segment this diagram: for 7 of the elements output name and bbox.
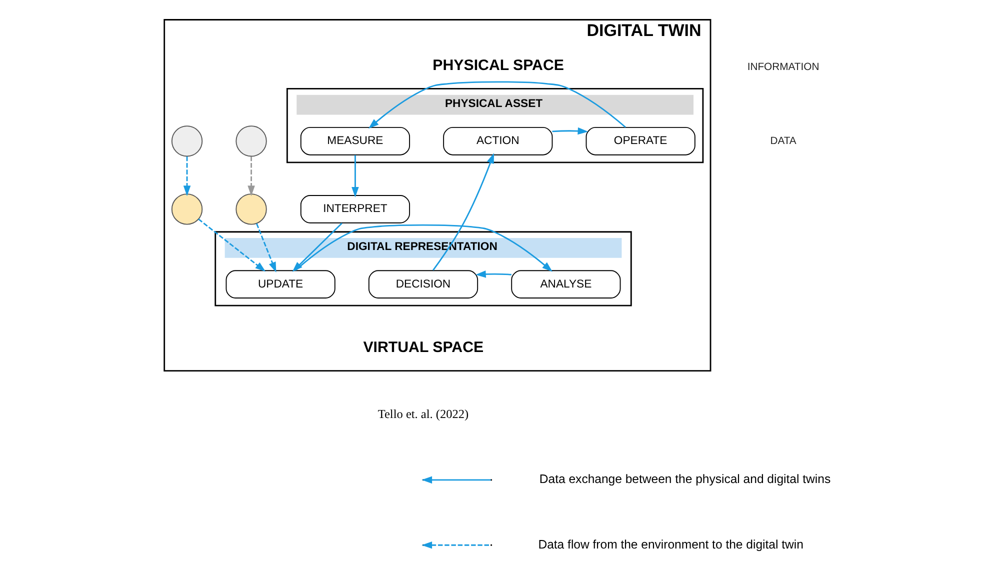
legend-label: Data exchange between the physical and digital twins xyxy=(538,472,830,486)
label: INFORMATION xyxy=(746,62,819,74)
label: VIRTUAL SPACE xyxy=(362,339,484,356)
legend-label: Data flow from the environment to the digital twin xyxy=(538,537,803,552)
label: PHYSICAL SPACE xyxy=(432,57,564,74)
label: DATA xyxy=(770,136,796,147)
label: Tello et. al. (2022) xyxy=(377,406,468,421)
